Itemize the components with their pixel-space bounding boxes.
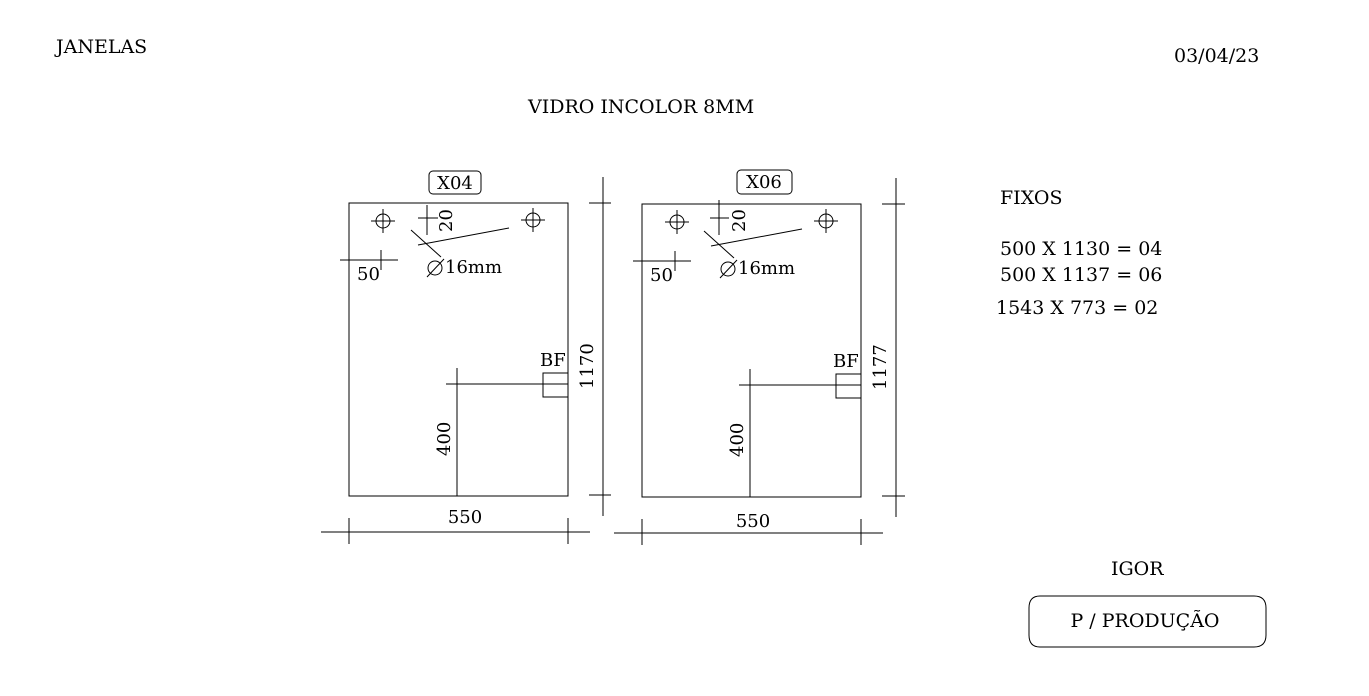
- panel-outline: [641, 203, 862, 498]
- hole-diameter-label: 16mm: [445, 257, 502, 278]
- width-label: 550: [736, 511, 770, 532]
- panel-tag: X06: [746, 172, 782, 193]
- hole-offset-side-label: 50: [357, 264, 380, 285]
- fixed-item: 1543 X 773 = 02: [996, 297, 1158, 319]
- hole-offset-top-label: 20: [729, 209, 750, 232]
- tag-box: [428, 170, 482, 195]
- glass-panel-x06: X06 20 50 16mm BF: [614, 169, 905, 545]
- hole-left-icon: [665, 210, 689, 234]
- fixed-list: FIXOS 500 X 1130 = 04 500 X 1137 = 06 15…: [996, 187, 1162, 319]
- material-title: VIDRO INCOLOR 8MM: [527, 96, 754, 118]
- hole-left-icon: [371, 209, 395, 233]
- height-label: 1170: [577, 343, 598, 389]
- lock-label: BF: [833, 351, 859, 372]
- height-label: 1177: [870, 344, 891, 390]
- diameter-icon: [426, 258, 445, 278]
- hole-right-icon: [814, 209, 838, 233]
- lock-box: [835, 373, 862, 399]
- production-stamp: P / PRODUÇÃO: [1028, 595, 1267, 648]
- hole-diameter-label: 16mm: [738, 258, 795, 279]
- fixed-item: 500 X 1130 = 04: [1000, 238, 1162, 260]
- hole-right-icon: [521, 208, 545, 232]
- lock-height-label: 400: [434, 422, 455, 456]
- hole-offset-top-label: 20: [436, 209, 457, 232]
- lock-box: [542, 372, 569, 398]
- fixed-title: FIXOS: [1000, 187, 1062, 209]
- panel-outline: [348, 202, 569, 497]
- hole-offset-side-label: 50: [650, 265, 673, 286]
- diameter-icon: [719, 259, 738, 279]
- tag-box: [736, 169, 793, 195]
- fixed-item: 500 X 1137 = 06: [1000, 264, 1162, 286]
- glass-panel-x04: X04 20 50 16mm BF: [321, 170, 611, 544]
- category-title: JANELAS: [54, 36, 147, 58]
- lock-label: BF: [540, 350, 566, 371]
- panel-tag: X04: [437, 173, 473, 194]
- author-label: IGOR: [1111, 558, 1164, 580]
- lock-height-label: 400: [727, 423, 748, 457]
- width-label: 550: [448, 507, 482, 528]
- date-label: 03/04/23: [1174, 45, 1259, 67]
- stamp-label: P / PRODUÇÃO: [1070, 610, 1219, 632]
